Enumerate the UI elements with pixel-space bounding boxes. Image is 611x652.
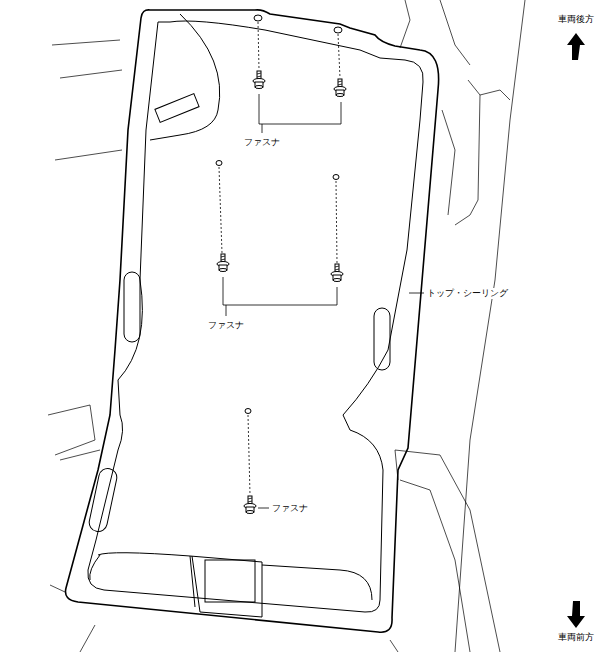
top-ceiling-outline — [66, 10, 439, 632]
fastener-holes — [216, 15, 342, 414]
direction-arrows — [567, 33, 585, 628]
part-label: ファスナ — [207, 320, 245, 331]
fasteners — [217, 71, 346, 514]
direction-label: 車両後方 — [557, 14, 595, 25]
part-label: ファスナ — [243, 137, 281, 148]
part-label: ファスナ — [271, 503, 309, 514]
guide-lines — [219, 22, 340, 495]
direction-label: 車両前方 — [557, 632, 595, 643]
vehicle-body — [48, 0, 525, 652]
part-label: トップ・シーリング — [426, 288, 509, 299]
leader-lines — [223, 94, 424, 508]
